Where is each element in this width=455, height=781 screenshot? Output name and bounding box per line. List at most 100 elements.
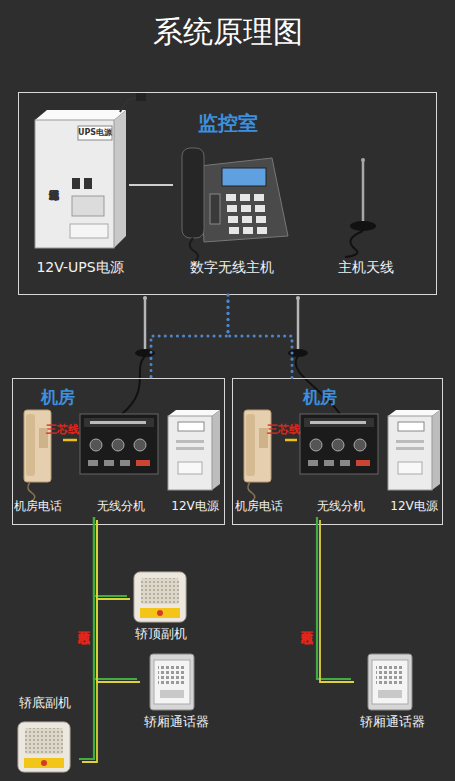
connector-line — [151, 295, 228, 378]
device-node: 数字无线主机 — [173, 141, 291, 281]
room-box: 机房机房电话无线分机12V电源 — [232, 378, 443, 525]
device-node: 机房电话 — [233, 406, 285, 518]
cable-connector — [129, 185, 173, 186]
device-caption: 主机天线 — [331, 259, 401, 276]
wireless-link — [151, 295, 228, 378]
device-caption: 无线分机 — [297, 499, 385, 513]
host-phone-illustration — [240, 194, 250, 201]
ups-power-illustration — [120, 98, 138, 112]
wireless-unit-illustration — [80, 414, 158, 474]
connector-line — [129, 184, 173, 186]
antenna-illustration — [143, 296, 147, 300]
device-caption: 机房电话 — [13, 499, 63, 513]
host-phone-illustration — [182, 148, 288, 262]
antenna-illustration — [122, 296, 340, 414]
host-phone-illustration — [242, 216, 252, 223]
wireless-link — [228, 295, 292, 378]
cable-connector — [94, 517, 130, 599]
antenna-illustration — [297, 298, 300, 350]
device-caption: 轿厢通话器 — [352, 714, 432, 730]
device-node: 机房电话 — [13, 406, 63, 518]
device-node: 无线分机 — [297, 406, 385, 518]
device-marking: UPS电源 — [78, 128, 112, 138]
car-bottom-unit-illustration — [18, 722, 70, 772]
car-intercom-illustration — [368, 654, 412, 710]
antenna-illustration — [135, 349, 155, 357]
ups-power-illustration — [136, 93, 146, 101]
device-node: 轿厢通话器 — [352, 648, 432, 736]
antenna-illustration — [362, 160, 365, 222]
wire-label: 三芯线 — [46, 423, 79, 436]
room-heading: 机房 — [41, 387, 75, 407]
diagram-title: 系统原理图 — [0, 14, 455, 50]
device-node: 轿顶副机 — [128, 568, 194, 646]
host-phone-illustration — [227, 205, 237, 212]
connector-line — [228, 295, 292, 378]
connector-line — [94, 517, 137, 679]
power-box-illustration — [388, 410, 440, 490]
ups-power-illustration — [35, 93, 146, 248]
device-node: 12V电源 — [385, 406, 443, 518]
host-phone-illustration — [256, 216, 266, 223]
room-phone-illustration — [24, 410, 51, 502]
device-caption: 12V电源 — [385, 499, 443, 513]
device-caption: 轿顶副机 — [128, 626, 194, 642]
antenna-illustration — [345, 158, 376, 257]
device-node: 12V-UPS电源 — [31, 109, 129, 281]
connector-line — [97, 520, 130, 599]
car-intercom-illustration — [150, 654, 194, 710]
cable-connector — [94, 517, 140, 682]
host-phone-illustration — [257, 227, 267, 234]
cable-connector — [63, 440, 77, 441]
host-phone-illustration — [241, 205, 251, 212]
room-heading: 监控室 — [19, 111, 436, 135]
device-node: 轿底副机 — [10, 693, 80, 781]
connector-line — [317, 517, 351, 679]
host-phone-illustration — [243, 227, 253, 234]
ups-power-illustration — [72, 196, 104, 216]
antenna-illustration — [296, 356, 340, 414]
host-phone-illustration — [254, 194, 264, 201]
device-node: 轿厢通话器 — [138, 648, 214, 736]
connector-line — [82, 520, 97, 762]
car-roof-unit-illustration — [134, 572, 186, 622]
host-phone-illustration — [226, 194, 236, 201]
device-caption: 12V电源 — [165, 499, 225, 513]
antenna-illustration — [122, 356, 145, 414]
room-box: 机房机房电话无线分机12V电源 — [12, 378, 225, 525]
host-phone-illustration — [190, 238, 198, 262]
power-box-illustration — [168, 410, 220, 490]
connector-line — [97, 520, 140, 682]
device-caption: 轿底副机 — [10, 695, 80, 711]
connector-line — [94, 517, 127, 596]
ups-power-illustration — [35, 110, 126, 120]
cable-connector — [285, 440, 297, 441]
device-caption: 轿厢通话器 — [138, 714, 214, 730]
cable-connector — [317, 517, 354, 682]
room-heading: 机房 — [303, 387, 337, 407]
room-box: 监控室 12V-UPS电源 数字无线主机 主机天线 — [18, 92, 437, 295]
ups-power-illustration — [35, 120, 114, 248]
device-node: 无线分机 — [77, 406, 165, 518]
device-node: 主机天线 — [331, 151, 401, 281]
device-caption: 机房电话 — [233, 499, 285, 513]
ups-power-illustration — [70, 224, 108, 238]
connector-line — [63, 439, 77, 442]
host-phone-illustration — [228, 216, 238, 223]
antenna-illustration — [144, 298, 147, 350]
connector-line — [320, 520, 354, 682]
host-phone-illustration — [229, 227, 239, 234]
ups-power-illustration — [72, 178, 80, 189]
room-phone-illustration — [244, 410, 271, 502]
wire-label: 三芯线 — [267, 423, 300, 436]
wireless-unit-illustration — [300, 414, 378, 474]
device-caption: 数字无线主机 — [173, 259, 291, 276]
host-phone-illustration — [200, 158, 288, 242]
ups-power-illustration — [84, 178, 92, 189]
antenna-illustration — [361, 158, 365, 162]
cable-connector — [79, 517, 97, 762]
device-caption: 12V-UPS电源 — [31, 259, 129, 276]
antenna-illustration — [288, 349, 308, 357]
